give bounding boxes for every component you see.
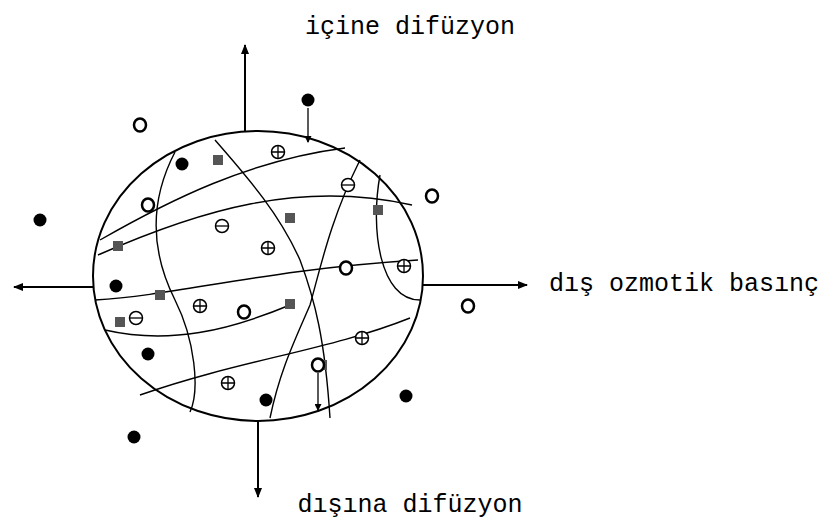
solute-particle <box>34 94 413 444</box>
crosslink-square <box>113 155 383 370</box>
anion-symbol <box>130 179 355 325</box>
gel-outline <box>93 131 423 421</box>
annotation-label: içine difüzyon <box>305 14 515 42</box>
solvent-particle <box>134 119 474 372</box>
annotation-label: dış ozmotik basınç <box>549 271 819 299</box>
diffusion-arrow <box>308 108 318 410</box>
polymer-network <box>95 140 420 418</box>
direction-arrow <box>14 45 527 497</box>
cation-symbol <box>194 146 411 390</box>
annotation-label: dışına difüzyon <box>297 492 522 520</box>
